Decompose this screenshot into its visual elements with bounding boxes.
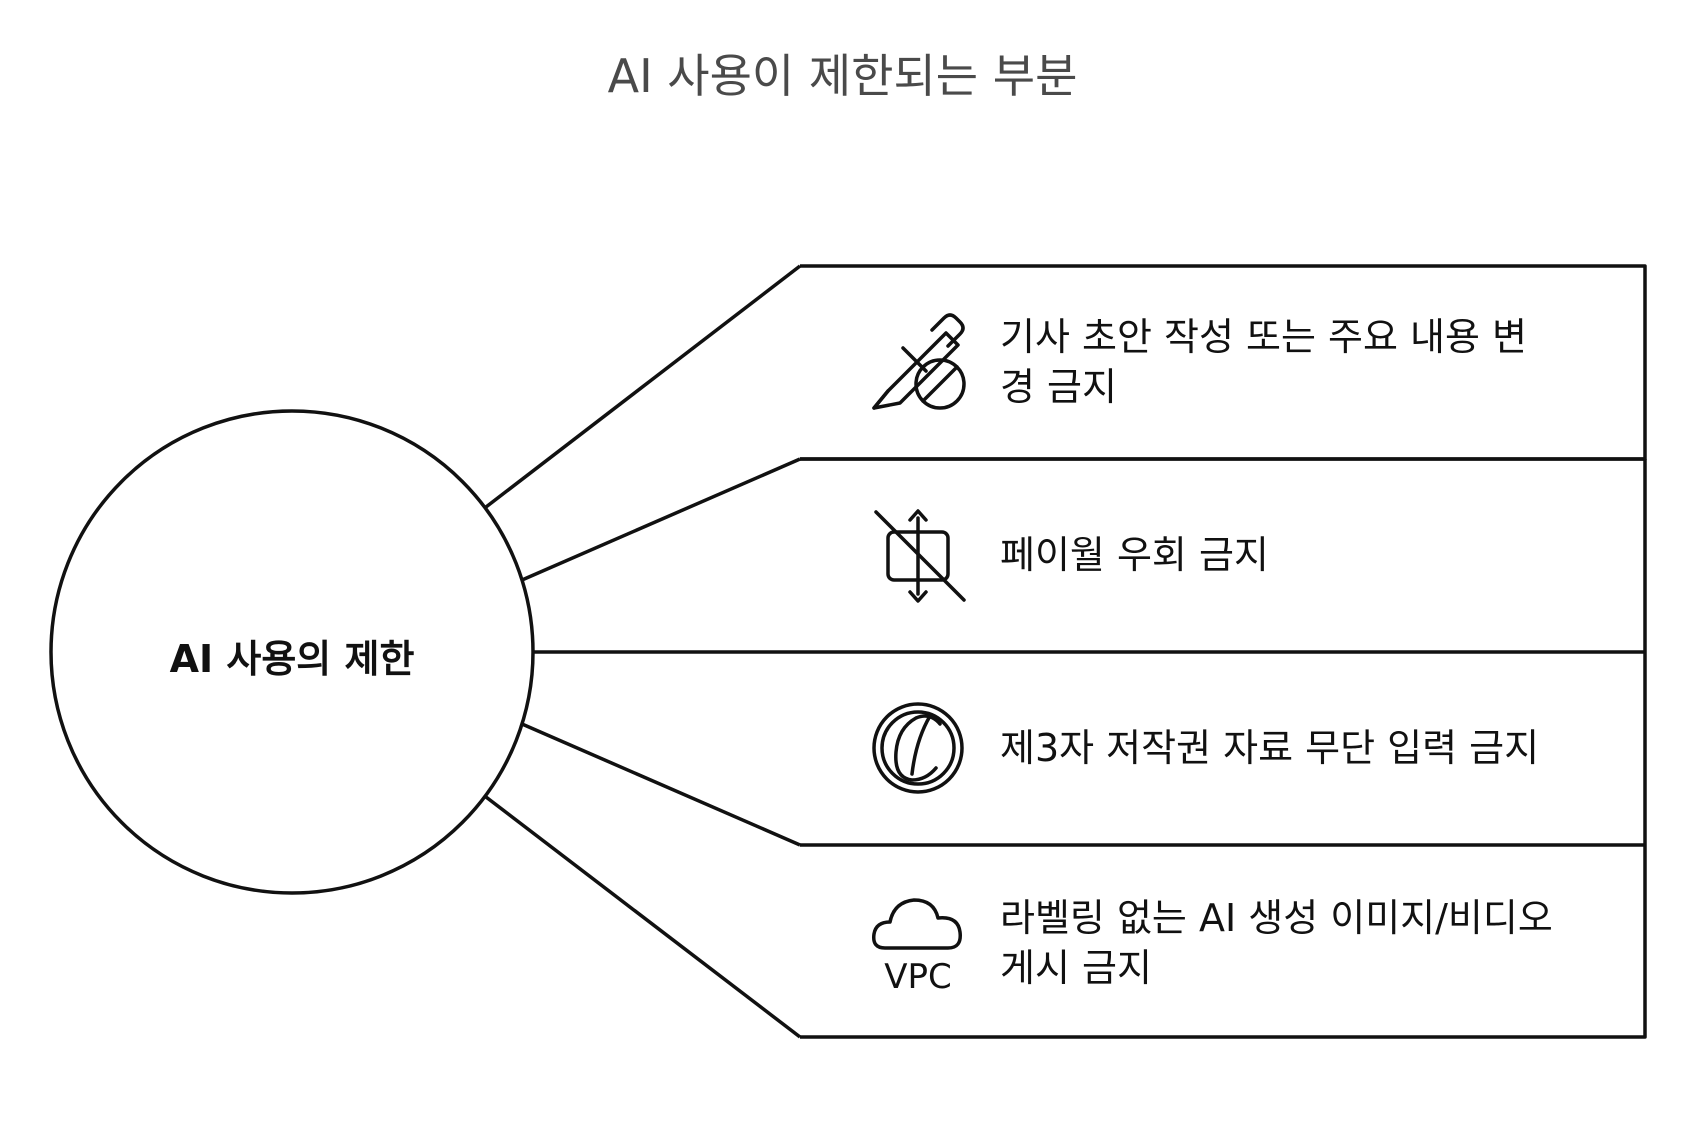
vpc-icon-text: VPC bbox=[884, 957, 952, 997]
connector-5 bbox=[484, 795, 802, 1039]
connector-1 bbox=[484, 264, 802, 509]
paywall-crossed-icon bbox=[874, 509, 966, 603]
page-title: AI 사용이 제한되는 부분 bbox=[607, 49, 1078, 103]
item-label-1: 기사 초안 작성 또는 주요 내용 변경 금지 bbox=[1000, 315, 1527, 409]
item-label-4: 라벨링 없는 AI 생성 이미지/비디오 게시 금지 bbox=[1000, 896, 1553, 990]
vpc-cloud-icon: VPC bbox=[871, 898, 962, 997]
item-label-2: 페이월 우회 금지 bbox=[1000, 533, 1269, 577]
pencil-prohibited-icon bbox=[872, 313, 966, 410]
center-circle bbox=[49, 409, 535, 895]
copyright-icon bbox=[872, 702, 964, 794]
row-box-bottom bbox=[800, 845, 1647, 1039]
connector-2 bbox=[521, 457, 801, 582]
connector-4 bbox=[521, 722, 801, 847]
center-label: AI 사용의 제한 bbox=[169, 637, 415, 681]
item-label-3: 제3자 저작권 자료 무단 입력 금지 bbox=[1000, 726, 1540, 770]
